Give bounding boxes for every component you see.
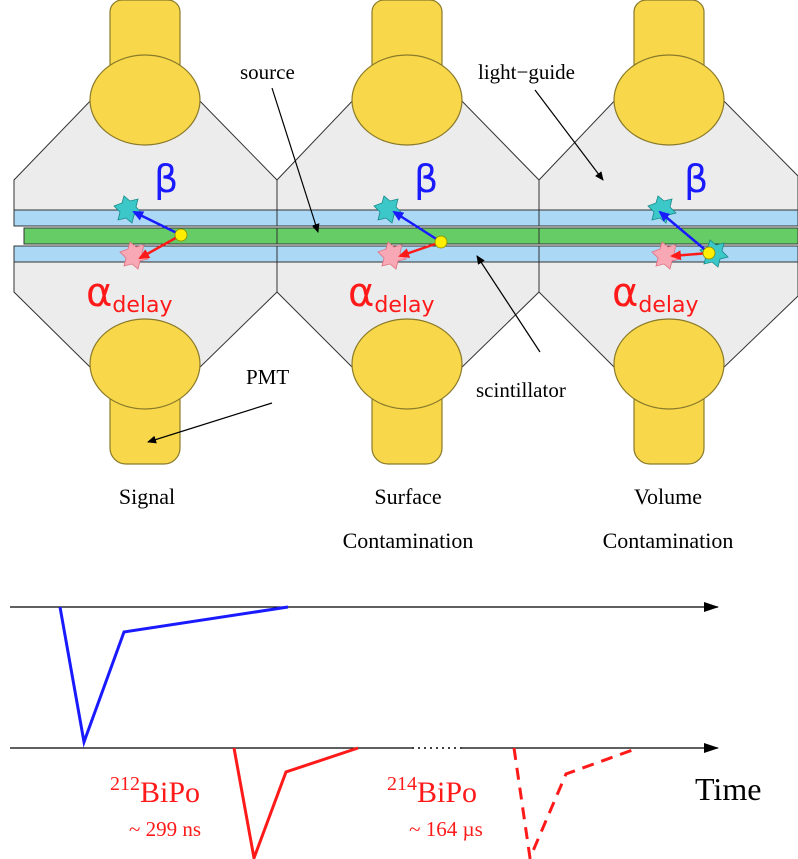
bipo212-lifetime: ~ 299 ns [129, 817, 201, 841]
beta-track [658, 210, 710, 254]
caption-signal: Signal [119, 484, 175, 509]
beta-pulse [58, 605, 289, 748]
pmt-bottom-face [89, 318, 201, 410]
scintillator-pointer [476, 255, 541, 353]
scintillator-top [276, 209, 540, 227]
beta-track [392, 210, 442, 244]
delay-subscript: delay [112, 293, 172, 318]
pmt-bottom-face [613, 318, 725, 410]
pmt-top-face [613, 54, 725, 146]
alpha-star [119, 241, 149, 270]
alpha-track [138, 233, 182, 260]
caption-surface-line2: Contamination [343, 528, 474, 553]
beta-symbol: β [684, 157, 708, 201]
source-pointer [271, 87, 320, 233]
scintillator-label: scintillator [476, 378, 566, 402]
decay-vertex [702, 246, 716, 260]
beta-symbol: β [414, 157, 438, 201]
alpha-pulse-214 [512, 746, 639, 859]
caption-surface-line1: Surface [374, 484, 441, 509]
panel-signal: β αdelay [13, 0, 278, 465]
pmt-top-face [89, 54, 201, 146]
bipo212-mass: 212 [110, 773, 140, 795]
caption-volume-line1: Volume [634, 484, 702, 509]
beta-track [132, 210, 182, 237]
bipo212-name: BiPo [140, 776, 200, 809]
delay-subscript: delay [638, 293, 698, 318]
source-label: source [240, 60, 295, 84]
alpha-delay-label: αdelay [86, 270, 173, 318]
bipo212-label: 212BiPo [110, 773, 200, 809]
panel-volume-contamination: β αdelay [538, 0, 798, 465]
alpha-delay-label: αdelay [612, 270, 699, 318]
decay-vertex [174, 228, 188, 242]
pmt-label: PMT [246, 365, 289, 389]
bipo214-mass: 214 [387, 773, 417, 795]
panel-surface-contamination: β αdelay [276, 0, 540, 465]
callouts: source light−guide PMT scintillator [147, 60, 604, 444]
alpha-symbol: α [612, 270, 638, 316]
alpha-symbol: α [86, 270, 112, 316]
beta-symbol: β [154, 157, 178, 201]
delay-subscript: delay [374, 293, 434, 318]
light-guide-pointer [534, 89, 604, 181]
alpha-delay-label: αdelay [348, 270, 435, 318]
panel-captions: Signal Surface Contamination Volume Cont… [119, 484, 734, 553]
light-guide-label: light−guide [478, 60, 575, 84]
bipo214-name: BiPo [417, 776, 477, 809]
source-foil [276, 227, 540, 245]
alpha-track [398, 240, 442, 258]
pmt-bottom-face [351, 318, 463, 410]
timeline: 212BiPo ~ 299 ns 214BiPo ~ 164 µs Time [10, 602, 761, 859]
source-foil [538, 227, 798, 245]
decay-vertex [434, 235, 448, 249]
beta-star [647, 195, 677, 224]
caption-volume-line2: Contamination [603, 528, 734, 553]
alpha-pulse-212 [232, 746, 359, 859]
source-foil [23, 227, 278, 245]
bipo214-lifetime: ~ 164 µs [409, 817, 483, 841]
time-axis-label: Time [695, 771, 761, 807]
pmt-top-face [351, 54, 463, 146]
pmt-pointer [147, 402, 273, 444]
bipo214-label: 214BiPo [387, 773, 477, 809]
alpha-symbol: α [348, 270, 374, 316]
